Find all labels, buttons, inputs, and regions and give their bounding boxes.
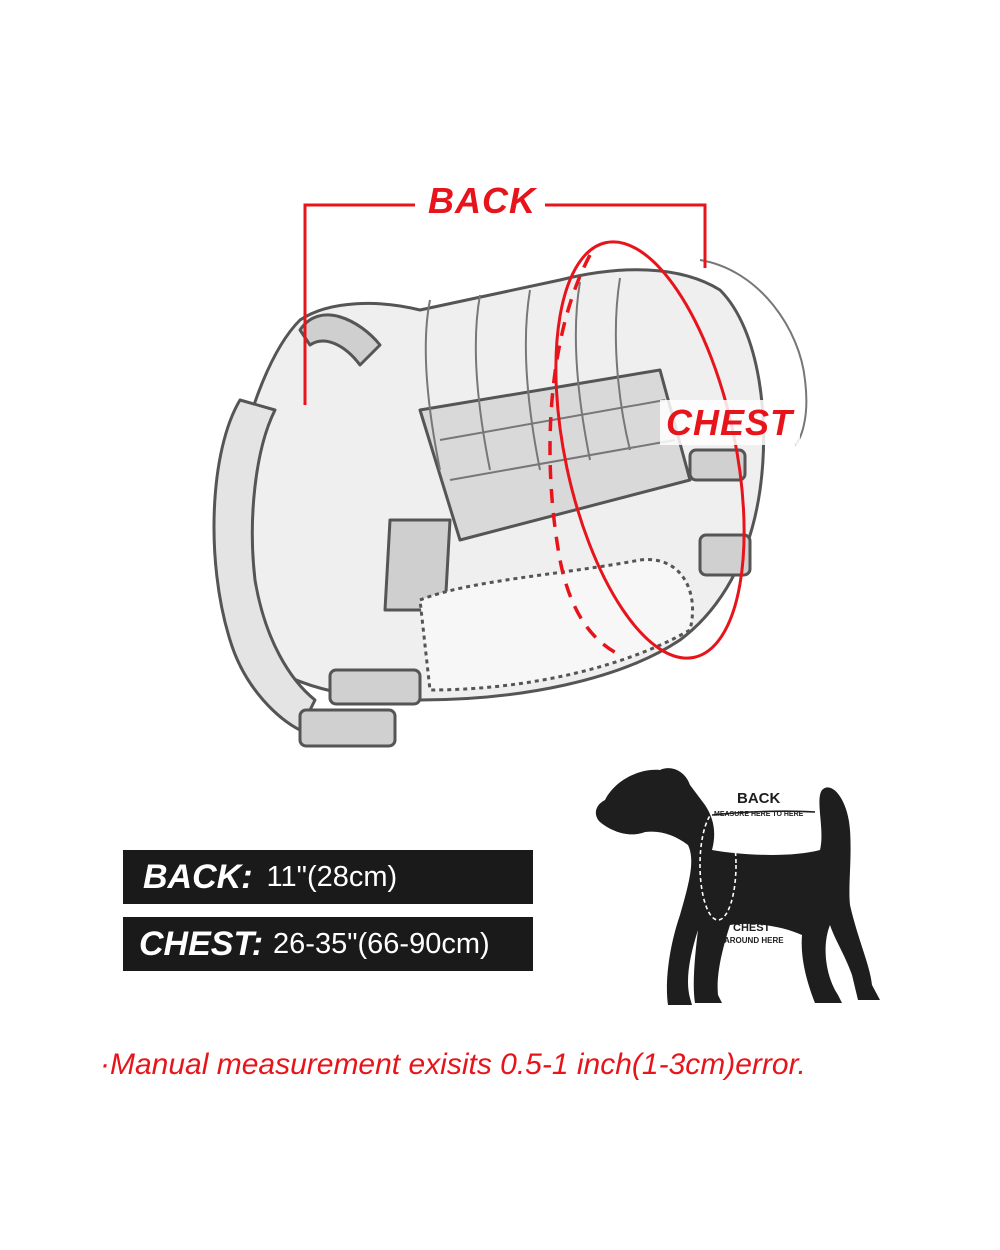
chest-measurement-value: 26-35"(66-90cm) [273, 927, 490, 960]
chest-label: CHEST [666, 402, 794, 443]
dog-chest-label: CHEST [733, 922, 771, 934]
back-label: BACK [428, 180, 536, 221]
harness-illustration [212, 203, 808, 748]
buckle-3 [688, 448, 747, 482]
back-measurement-label: BACK: [143, 857, 253, 896]
back-measurement-bar: BACK: 11"(28cm) [123, 850, 533, 904]
dog-back-label: BACK [737, 790, 781, 807]
back-measure-line [303, 203, 707, 405]
dog-chest-loop [699, 809, 737, 921]
handle [298, 313, 382, 367]
chest-measurement-label: CHEST: [139, 924, 264, 963]
bungee-cord [699, 259, 808, 446]
back-measurement-value: 11"(28cm) [266, 860, 398, 893]
buckle-2 [298, 708, 397, 748]
fleece-lining [418, 558, 695, 692]
dog-back-hint: MEASURE HERE TO HERE [714, 811, 804, 818]
buckle-1 [328, 668, 422, 706]
chest-loop-dashed [548, 254, 621, 657]
dog-chest-hint: AROUND HERE [724, 936, 784, 945]
measurement-error-note: ·Manual measurement exisits 0.5-1 inch(1… [100, 1048, 806, 1081]
buckle-4 [698, 533, 752, 577]
chest-measurement-bar: CHEST: 26-35"(66-90cm) [123, 917, 533, 971]
